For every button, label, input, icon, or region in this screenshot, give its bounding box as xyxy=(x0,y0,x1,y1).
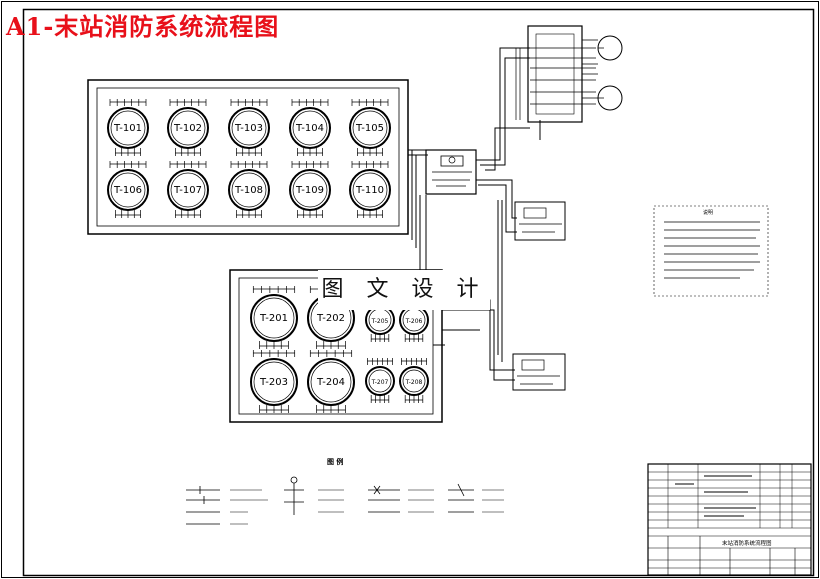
storage-tank: T-108 xyxy=(228,161,270,218)
valve-station-upper xyxy=(425,149,477,195)
drawing-name: 末站消防系统流程图 xyxy=(722,539,772,547)
tank-label: T-107 xyxy=(173,185,202,196)
foam-pump-house xyxy=(515,25,623,123)
storage-tank: T-110 xyxy=(349,161,391,218)
legend-title: 图 例 xyxy=(327,457,343,466)
storage-tank: T-101 xyxy=(107,99,149,156)
tank-label: T-110 xyxy=(355,185,384,196)
tank-label: T-104 xyxy=(295,123,324,134)
tank-label: T-208 xyxy=(405,379,423,386)
upper-tank-farm xyxy=(87,79,409,235)
notes-box xyxy=(653,205,769,297)
tank-label: T-102 xyxy=(173,123,202,134)
notes-title: 说明 xyxy=(703,209,713,216)
tank-label: T-109 xyxy=(295,185,324,196)
storage-tank: T-102 xyxy=(167,99,209,156)
tank-label: T-201 xyxy=(259,313,288,324)
storage-tank: T-207 xyxy=(365,358,395,403)
tank-label: T-101 xyxy=(113,123,142,134)
storage-tank: T-107 xyxy=(167,161,209,218)
legend xyxy=(186,476,504,525)
tank-label: T-206 xyxy=(405,318,423,325)
storage-tank: T-104 xyxy=(289,99,331,156)
tank-label: T-105 xyxy=(355,123,384,134)
storage-tank: T-109 xyxy=(289,161,331,218)
storage-tank: T-208 xyxy=(399,358,429,403)
storage-tank: T-201 xyxy=(250,286,298,349)
tank-label: T-205 xyxy=(371,318,389,325)
foam-station-lower xyxy=(512,353,566,391)
foam-station-middle xyxy=(514,201,566,241)
tank-label: T-204 xyxy=(316,377,345,388)
tank-label: T-207 xyxy=(371,379,389,386)
title-block xyxy=(647,463,812,576)
watermark: 图 文 设 计 xyxy=(318,270,490,310)
tank-label: T-106 xyxy=(113,185,142,196)
tank-label: T-203 xyxy=(259,377,288,388)
storage-tank: T-204 xyxy=(307,350,355,413)
storage-tank: T-106 xyxy=(107,161,149,218)
tank-label: T-202 xyxy=(316,313,345,324)
storage-tank: T-203 xyxy=(250,350,298,413)
storage-tank: T-105 xyxy=(349,99,391,156)
drawing-title: A1-末站消防系统流程图 xyxy=(6,12,280,41)
inner-border xyxy=(22,8,815,577)
storage-tank: T-103 xyxy=(228,99,270,156)
tank-label: T-108 xyxy=(234,185,263,196)
tank-label: T-103 xyxy=(234,123,263,134)
